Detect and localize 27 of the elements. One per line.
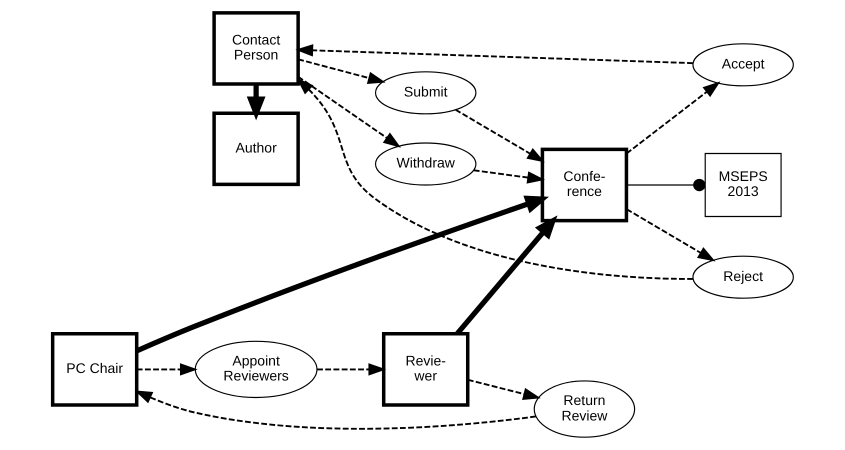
node-box: Author xyxy=(212,111,300,186)
arrow xyxy=(246,84,265,120)
arrow xyxy=(297,58,386,84)
node-ellipse: Return Review xyxy=(533,380,635,438)
arrow xyxy=(473,169,544,184)
node-box: Revie- wer xyxy=(381,332,469,407)
arrow xyxy=(626,81,720,154)
node-box: Confe- rence xyxy=(540,148,628,222)
arrow xyxy=(136,363,198,376)
arrow xyxy=(316,363,386,376)
node-box: MSEPS 2013 xyxy=(704,152,782,218)
arrow xyxy=(134,390,536,430)
arrow xyxy=(296,78,692,280)
node-box: PC Chair xyxy=(50,332,138,407)
arrow xyxy=(136,196,548,354)
node-ellipse: Reject xyxy=(692,256,794,299)
arrow xyxy=(626,208,715,262)
node-box: Contact Person xyxy=(212,11,300,86)
arrow xyxy=(454,108,544,162)
node-ellipse: Withdraw xyxy=(374,142,476,186)
arrow xyxy=(467,378,540,400)
node-ellipse: Accept xyxy=(692,43,794,86)
node-ellipse: Appoint Reviewers xyxy=(194,340,318,398)
node-ellipse: Submit xyxy=(374,71,476,114)
connector xyxy=(626,178,705,192)
arrow xyxy=(297,76,400,148)
arrow xyxy=(294,44,692,64)
